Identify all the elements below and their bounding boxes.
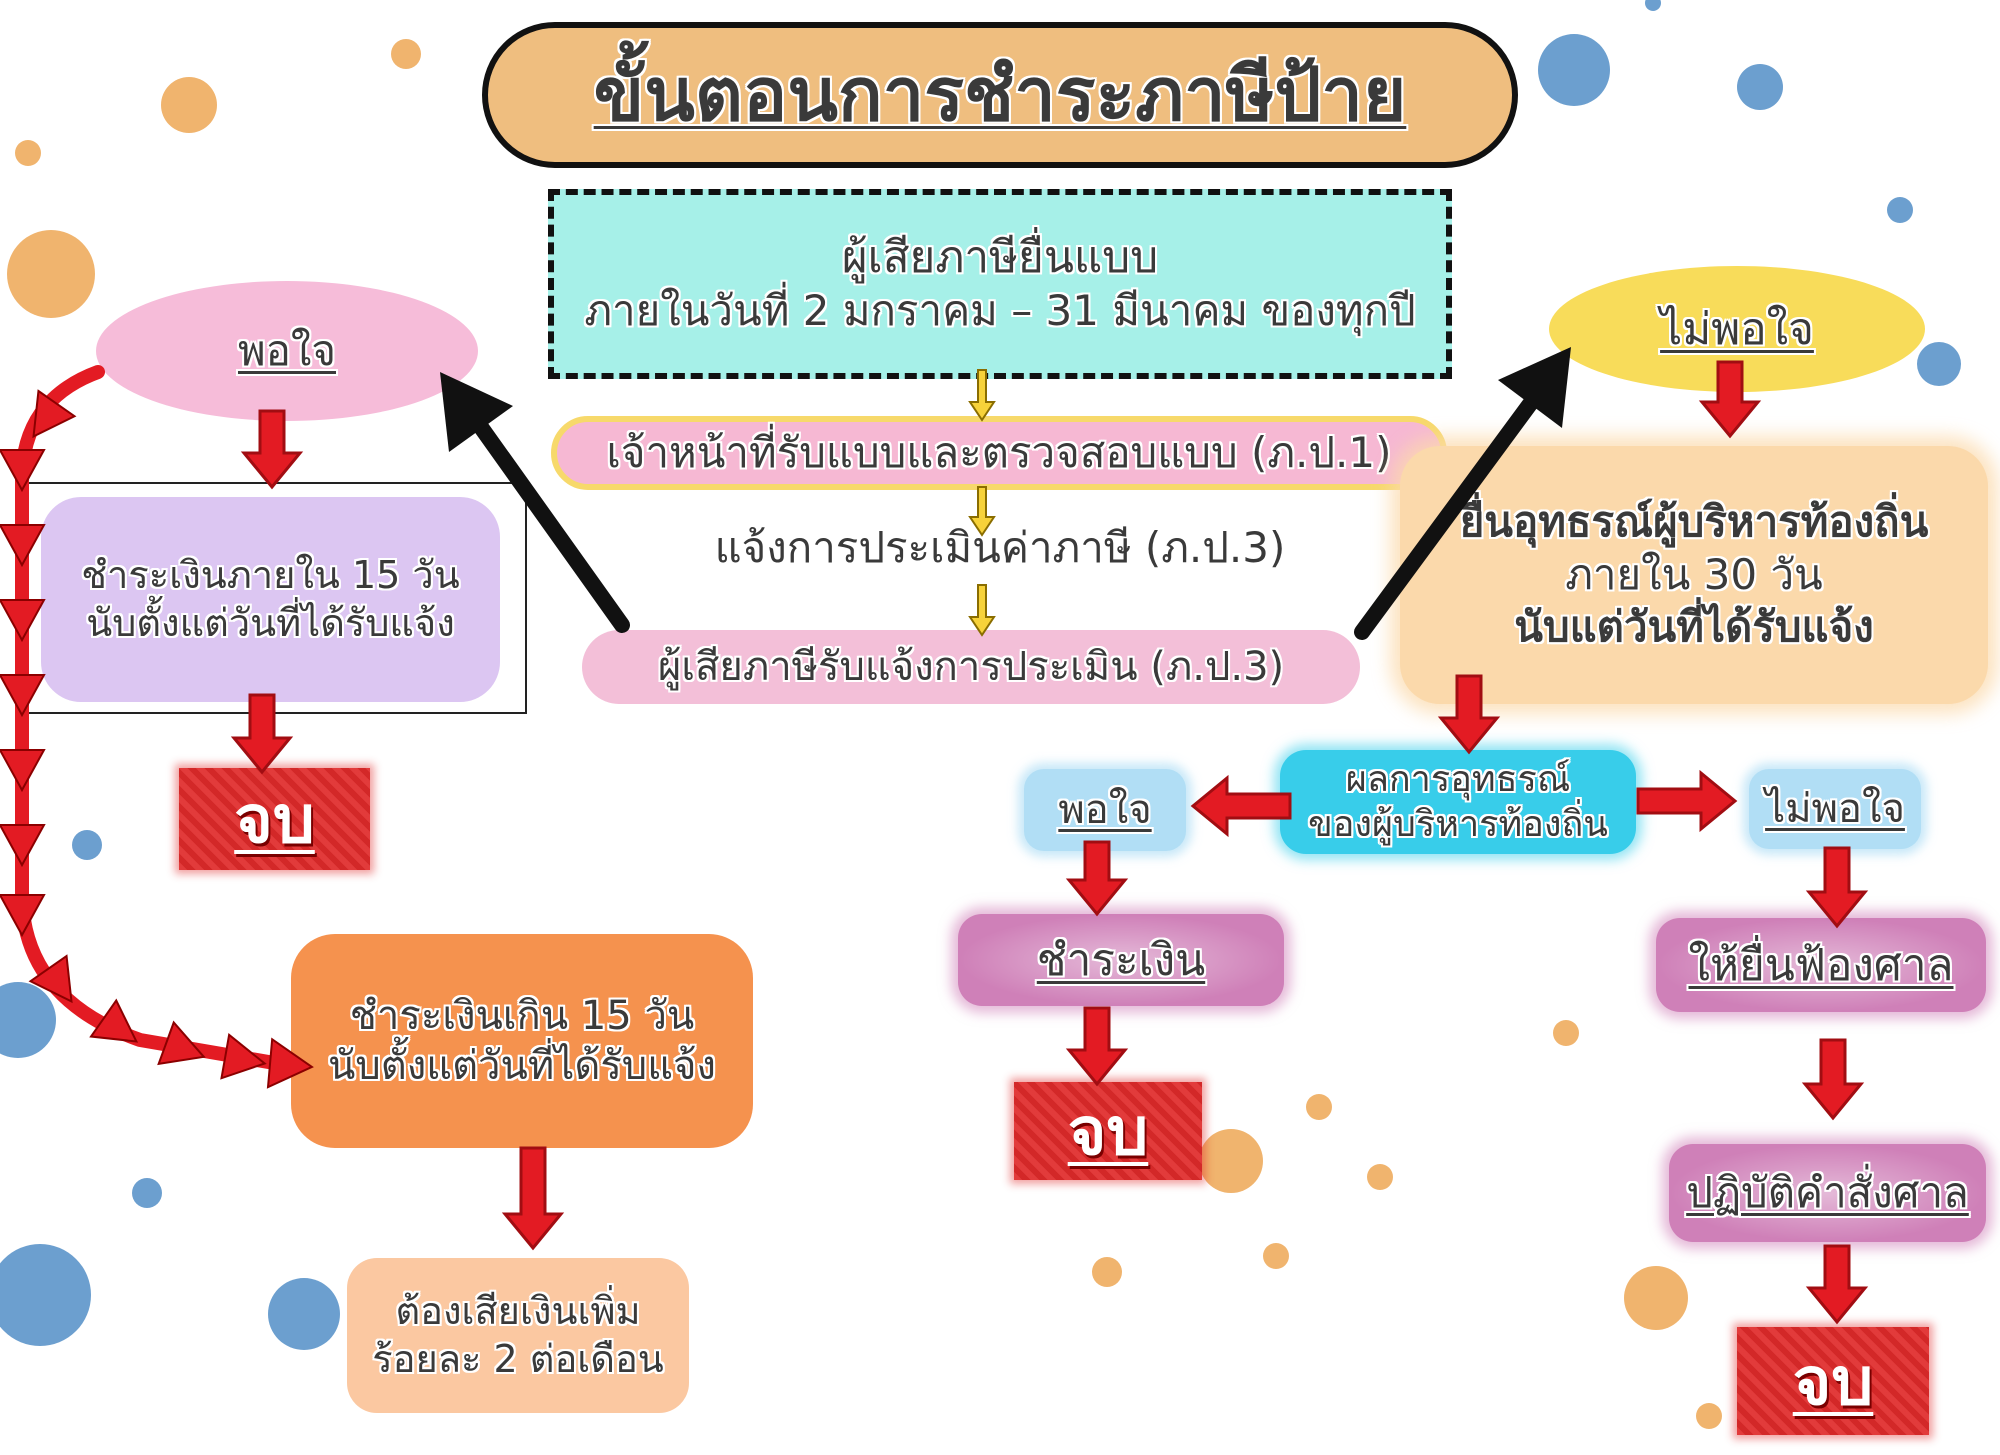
pay-within-line2: นับตั้งแต่วันที่ได้รับแจ้ง (86, 600, 455, 645)
decor-dot (1199, 1129, 1263, 1193)
decor-dot (0, 1244, 91, 1346)
decor-dot (0, 982, 56, 1058)
branch-satisfied-label: พอใจ (237, 325, 337, 375)
appeal-line1: ยื่นอุทธรณ์ผู้บริหารท้องถิ่น (1459, 497, 1929, 547)
branch-not-satisfied-label: ไม่พอใจ (1660, 303, 1814, 355)
surcharge: ต้องเสียเงินเพิ่ม ร้อยละ 2 ต่อเดือน (347, 1258, 689, 1413)
step-receive-label: ผู้เสียภาษีรับแจ้งการประเมิน (ภ.ป.3) (657, 644, 1285, 690)
pay-late: ชำระเงินเกิน 15 วัน นับตั้งแต่วันที่ได้ร… (291, 934, 753, 1148)
step-file-line1: ผู้เสียภาษียื่นแบบ (841, 232, 1159, 284)
step-receive-assessment: ผู้เสียภาษีรับแจ้งการประเมิน (ภ.ป.3) (582, 630, 1360, 704)
decor-dot (72, 830, 102, 860)
appeal-line3: นับแต่วันที่ได้รับแจ้ง (1514, 602, 1874, 652)
decor-dot (1092, 1257, 1122, 1287)
pay-late-line2: นับตั้งแต่วันที่ได้รับแจ้ง (328, 1043, 716, 1089)
decor-dot (1553, 1020, 1579, 1046)
branch-not-satisfied: ไม่พอใจ (1549, 266, 1925, 392)
decor-dots-orange (7, 39, 1722, 1429)
surcharge-line2: ร้อยละ 2 ต่อเดือน (372, 1336, 664, 1381)
decor-dot (15, 140, 41, 166)
decor-dot (1367, 1164, 1393, 1190)
pay-within-15-days: ชำระเงินภายใน 15 วัน นับตั้งแต่วันที่ได้… (41, 497, 500, 702)
result-satisfied: พอใจ (1024, 769, 1186, 851)
comply-court-order-label: ปฏิบัติคำสั่งศาล (1686, 1167, 1969, 1217)
decor-dot (268, 1278, 340, 1350)
decor-dot (1737, 64, 1783, 110)
decor-dot (1306, 1094, 1332, 1120)
step-file-line2: ภายในวันที่ 2 มกราคม – 31 มีนาคม ของทุกป… (584, 286, 1416, 336)
decor-dot (1696, 1403, 1722, 1429)
decor-dot (391, 39, 421, 69)
decor-dot (1887, 197, 1913, 223)
pay-action-label: ชำระเงิน (1036, 934, 1206, 986)
appeal-line2: ภายใน 30 วัน (1565, 549, 1823, 599)
result-satisfied-label: พอใจ (1058, 787, 1152, 833)
appeal: ยื่นอุทธรณ์ผู้บริหารท้องถิ่น ภายใน 30 วั… (1400, 446, 1988, 704)
step-assess-label: แจ้งการประเมินค่าภาษี (ภ.ป.3) (714, 522, 1286, 572)
end-pay: จบ (1014, 1082, 1202, 1180)
step-check-form: เจ้าหน้าที่รับแบบและตรวจสอบแบบ (ภ.ป.1) (551, 416, 1447, 490)
pay-late-line1: ชำระเงินเกิน 15 วัน (349, 993, 695, 1039)
decor-dot (132, 1178, 162, 1208)
end-court: จบ (1737, 1327, 1929, 1435)
pay-action: ชำระเงิน (958, 914, 1284, 1006)
title-banner: ขั้นตอนการชำระภาษีป้าย (482, 22, 1518, 168)
decor-dot (1645, 0, 1661, 11)
decor-dot (7, 230, 95, 318)
sue-in-court: ให้ยื่นฟ้องศาล (1656, 918, 1986, 1012)
sue-in-court-label: ให้ยื่นฟ้องศาล (1688, 939, 1954, 991)
pay-within-line1: ชำระเงินภายใน 15 วัน (81, 553, 460, 597)
decor-dot (1538, 34, 1610, 106)
appeal-result: ผลการอุทธรณ์ ของผู้บริหารท้องถิ่น (1280, 750, 1636, 854)
decor-dot (1917, 342, 1961, 386)
result-not-satisfied: ไม่พอใจ (1749, 769, 1921, 849)
comply-court-order: ปฏิบัติคำสั่งศาล (1669, 1144, 1986, 1242)
result-not-satisfied-label: ไม่พอใจ (1765, 786, 1905, 832)
page-title: ขั้นตอนการชำระภาษีป้าย (593, 51, 1407, 138)
decor-dot (1263, 1243, 1289, 1269)
end-court-label: จบ (1792, 1342, 1874, 1420)
step-file-form: ผู้เสียภาษียื่นแบบ ภายในวันที่ 2 มกราคม … (548, 189, 1452, 379)
step-check-label: เจ้าหน้าที่รับแบบและตรวจสอบแบบ (ภ.ป.1) (606, 427, 1392, 477)
step-assess: แจ้งการประเมินค่าภาษี (ภ.ป.3) (600, 520, 1400, 576)
end-left: จบ (179, 768, 370, 870)
branch-satisfied: พอใจ (96, 281, 478, 421)
appeal-result-line2: ของผู้บริหารท้องถิ่น (1308, 804, 1608, 845)
decor-dot (161, 77, 217, 133)
decor-dot (1624, 1266, 1688, 1330)
end-left-label: จบ (234, 780, 315, 858)
surcharge-line1: ต้องเสียเงินเพิ่ม (395, 1289, 641, 1333)
end-pay-label: จบ (1067, 1092, 1149, 1170)
appeal-result-line1: ผลการอุทธรณ์ (1345, 759, 1571, 800)
